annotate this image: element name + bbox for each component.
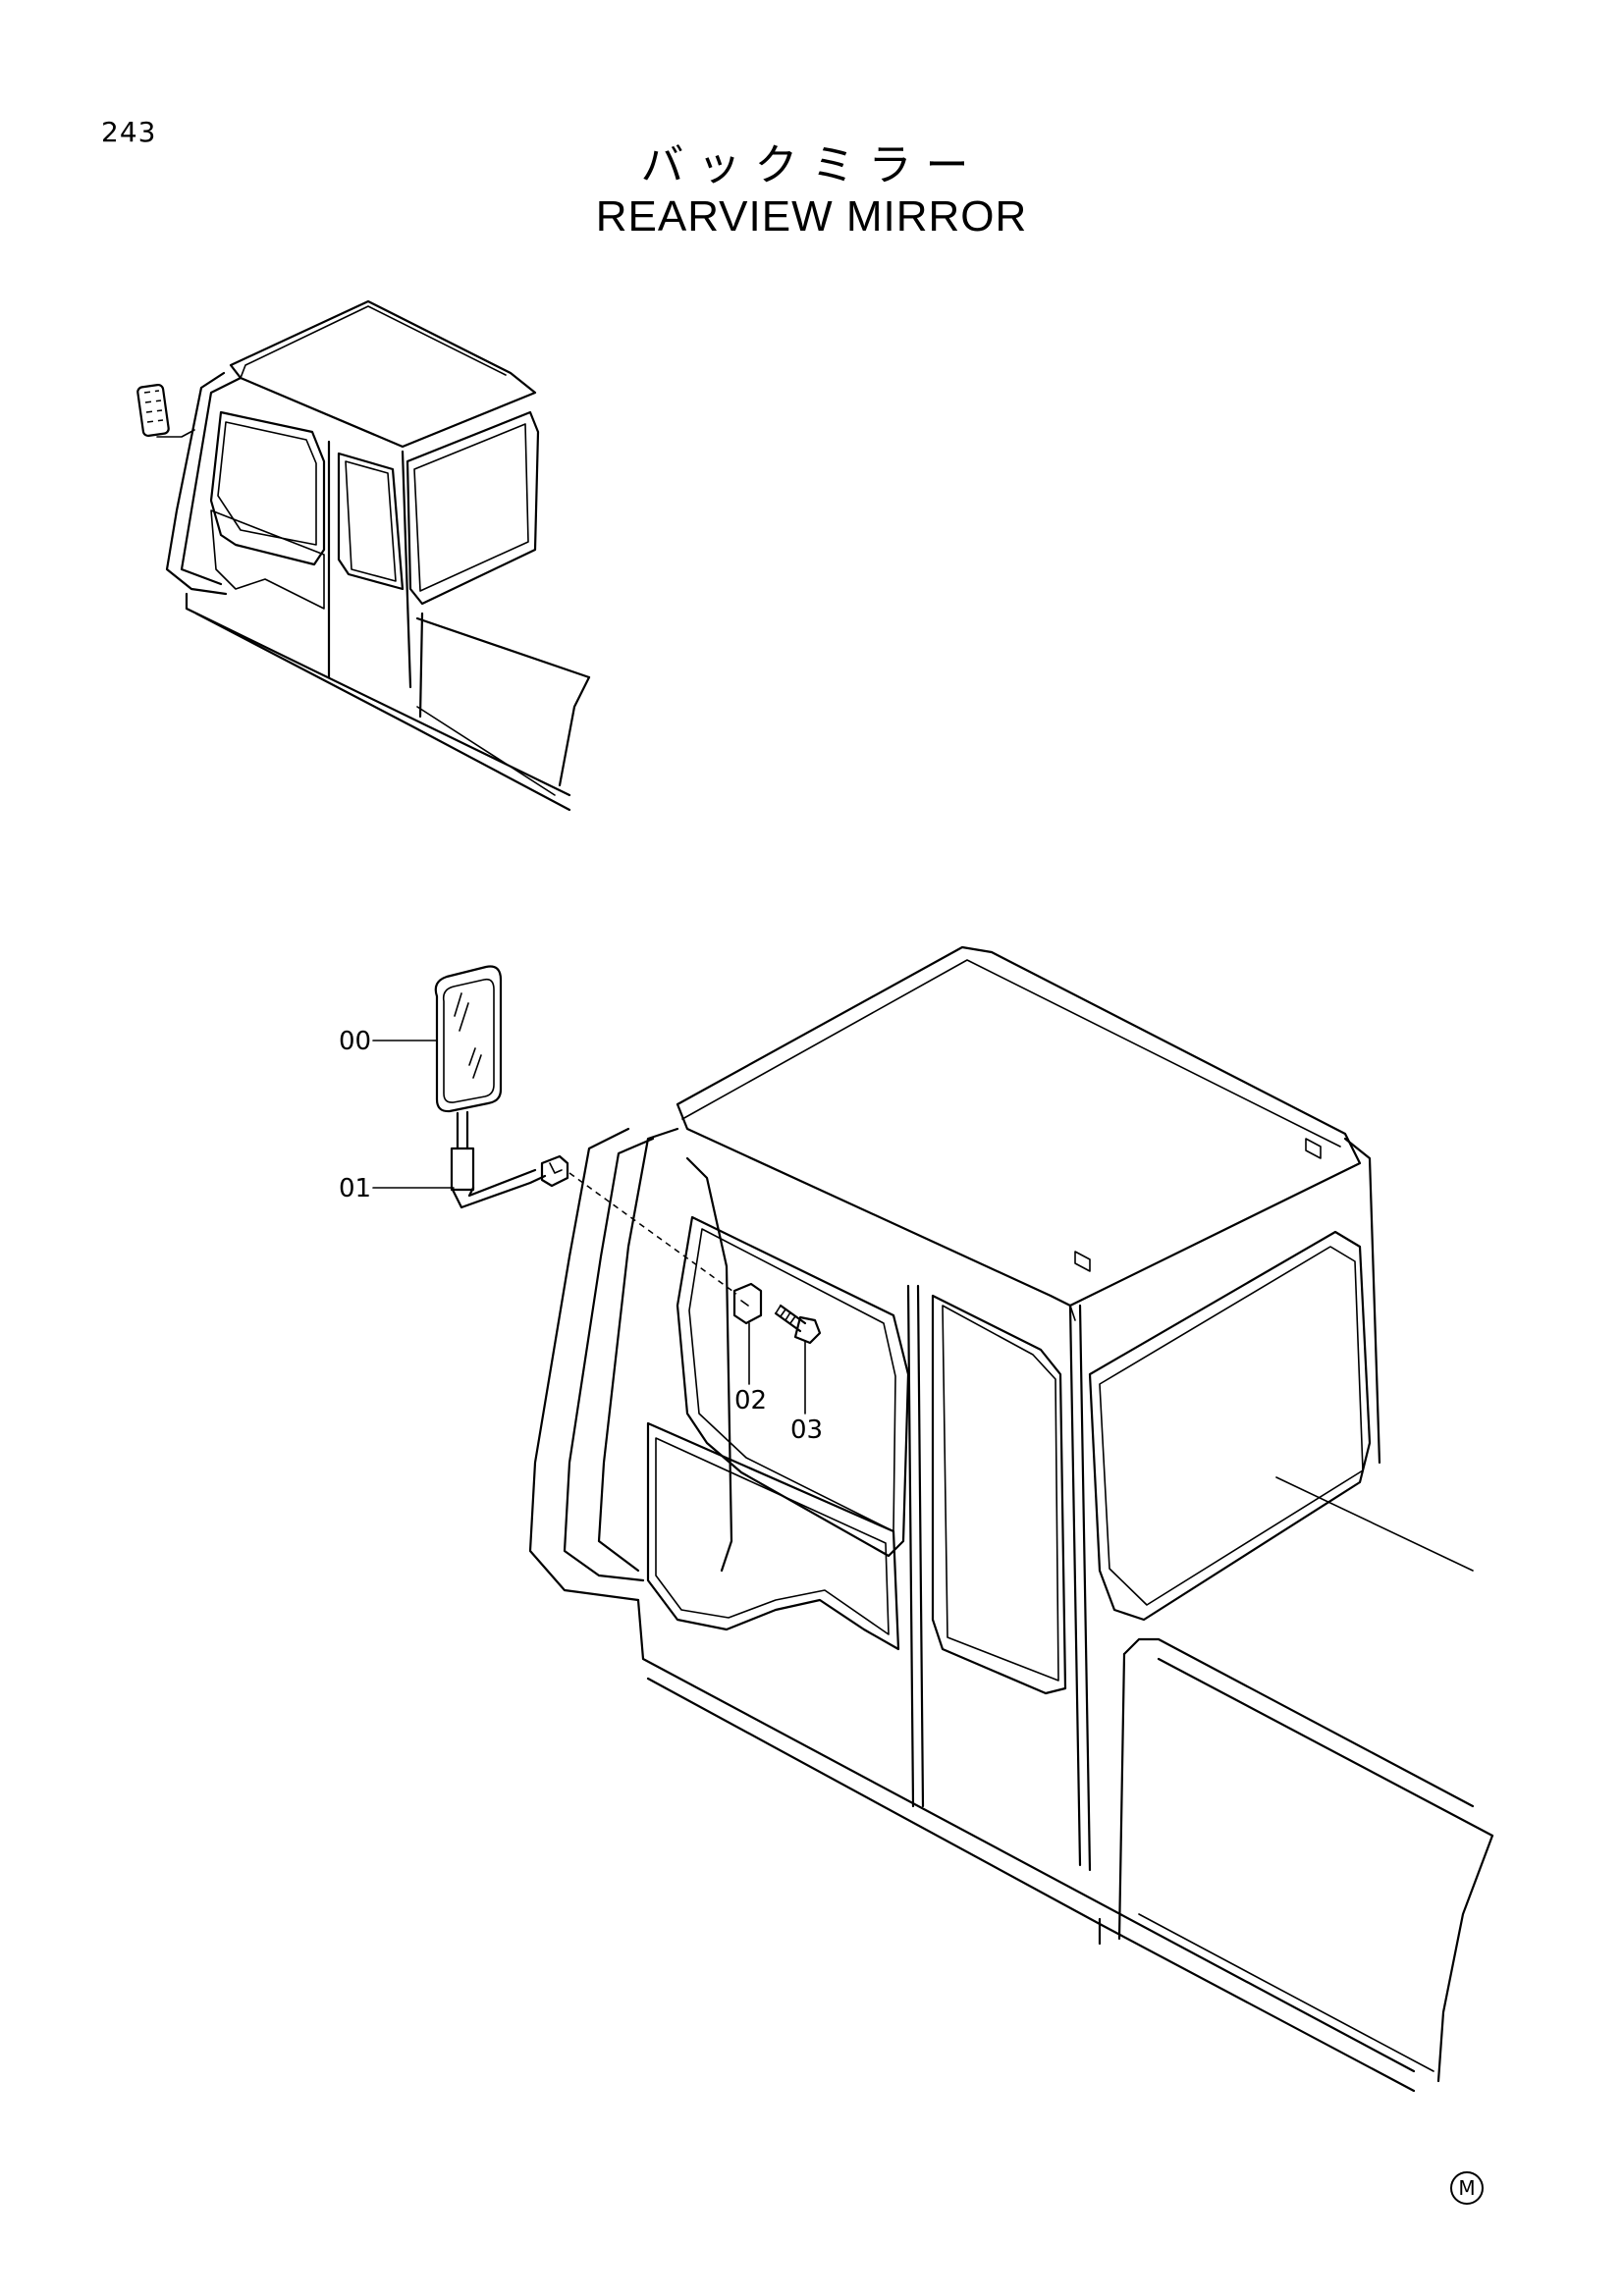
overview-cab — [136, 299, 591, 812]
page-number: 243 — [101, 116, 157, 148]
mirror-assembly — [434, 965, 822, 1345]
callout-03: 03 — [790, 1415, 824, 1445]
callout-00: 00 — [339, 1027, 372, 1056]
callout-01: 01 — [339, 1174, 372, 1203]
main-cab — [528, 945, 1494, 2093]
title-english: REARVIEW MIRROR — [595, 192, 1028, 240]
title-japanese: バックミラー — [640, 140, 983, 190]
callout-02: 02 — [734, 1386, 768, 1415]
leader-lines — [372, 1040, 806, 1415]
registered-mark: M — [1450, 2171, 1484, 2205]
